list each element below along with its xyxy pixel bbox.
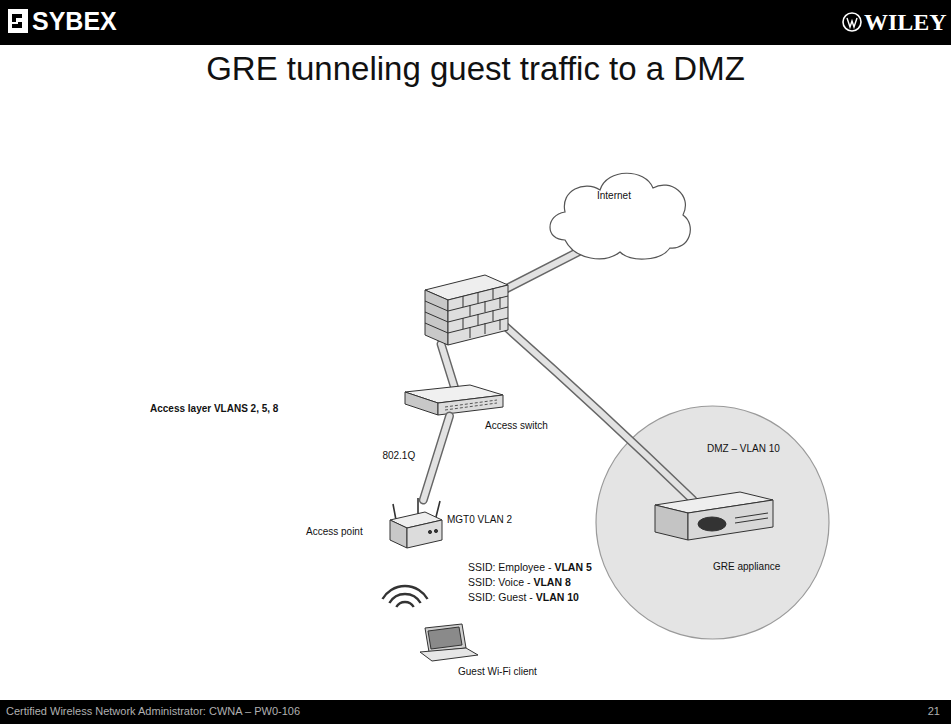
vlan-note: Access layer VLANS 2, 5, 8 <box>150 403 278 415</box>
cable-connector <box>423 416 449 500</box>
access-point-symbol <box>407 520 442 548</box>
zone-circle <box>596 406 829 639</box>
page-number: 21 <box>928 705 940 718</box>
cable-connector <box>423 416 449 500</box>
gre-appliance-symbol <box>698 517 726 531</box>
node-label: Access point <box>306 526 363 538</box>
footer-bar <box>0 700 951 724</box>
wifi-client: Guest Wi-Fi client <box>418 622 480 662</box>
sybex-logo-icon <box>8 9 28 33</box>
circle-outline <box>595 405 830 640</box>
node-label: Access switch <box>485 420 548 432</box>
vlan-id: VLAN 8 <box>533 576 570 588</box>
ssid-name: SSID: Guest - <box>468 591 533 603</box>
footer-text: Certified Wireless Network Administrator… <box>6 705 300 718</box>
footer-bar <box>0 700 951 724</box>
ssid-name: SSID: Employee - <box>468 561 551 573</box>
access-point-symbol <box>390 520 407 548</box>
cable <box>505 326 693 500</box>
cable <box>505 326 693 500</box>
cable <box>441 344 455 389</box>
sybex-logo-icon <box>12 14 22 28</box>
publisher-logo: WILEY <box>864 9 947 37</box>
node-label: GRE appliance <box>713 561 780 573</box>
cable <box>500 252 578 292</box>
internet-cloud: Internet <box>545 160 695 265</box>
node-label: DMZ – VLAN 10 <box>707 443 780 455</box>
wiley-logo-icon <box>847 18 857 27</box>
firewall-symbol <box>425 275 508 345</box>
cable-connector <box>423 416 449 500</box>
access-point-symbol <box>390 498 442 548</box>
wifi-waves <box>389 594 420 603</box>
switch-symbol <box>445 400 497 410</box>
access-point-symbol <box>428 530 431 533</box>
vlan-id: VLAN 5 <box>554 561 591 573</box>
gre-appliance-symbol <box>735 513 768 523</box>
header-bar <box>0 0 951 45</box>
cable <box>500 252 578 292</box>
edge-label: 802.1Q <box>382 450 415 462</box>
cloud-outline <box>550 173 690 259</box>
header-bar <box>0 0 951 45</box>
ssid-name: SSID: Voice - <box>468 576 530 588</box>
wifi-waves <box>383 586 428 599</box>
cloud-outline <box>545 160 695 265</box>
cable <box>441 344 455 389</box>
sybex-logo-icon <box>8 9 28 33</box>
laptop-symbol <box>420 624 478 661</box>
firewall-symbol <box>448 285 508 345</box>
firewall-symbol <box>463 288 500 338</box>
vlan-id: VLAN 10 <box>536 591 579 603</box>
node-label: Internet <box>597 190 631 202</box>
wifi-waves <box>383 586 428 607</box>
slide-title: GRE tunneling guest traffic to a DMZ <box>0 50 951 88</box>
gre-appliance: GRE appliance <box>655 491 773 547</box>
node-label: Guest Wi-Fi client <box>458 666 537 678</box>
access-point: Access point <box>388 500 443 550</box>
access-switch: Access switch <box>405 384 504 416</box>
wifi-waves <box>396 602 413 607</box>
laptop-symbol <box>420 648 478 661</box>
wiley-logo-icon <box>843 13 861 31</box>
publisher-logo: SYBEX <box>32 7 117 36</box>
switch-symbol <box>405 392 438 415</box>
firewall-symbol <box>425 296 508 333</box>
laptop-symbol <box>428 627 462 649</box>
wiley-logo-icon <box>843 13 861 31</box>
dmz-zone: GRE appliance DMZ – VLAN 10 <box>595 405 830 640</box>
laptop-symbol <box>425 624 466 652</box>
switch-symbol <box>405 385 503 415</box>
vlan-note: MGT0 VLAN 2 <box>447 514 512 526</box>
access-point-symbol <box>434 529 437 532</box>
